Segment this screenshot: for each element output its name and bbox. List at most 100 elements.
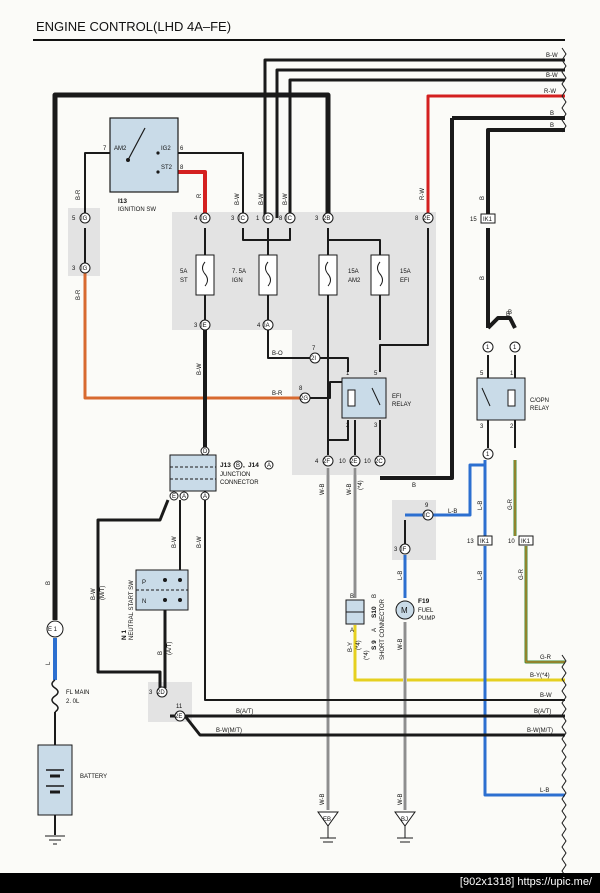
- battery-name: BATTERY: [80, 774, 107, 780]
- lbl-bw-j: B-W: [197, 536, 203, 548]
- wire-relay-2: [327, 420, 349, 455]
- break-marks: [561, 47, 567, 878]
- conn-ic9-pin: 9: [425, 503, 429, 509]
- wire-gr-right: [524, 546, 565, 664]
- lbl-star4: (*4): [358, 480, 364, 490]
- conn-2c-pin: 10: [364, 459, 371, 465]
- fuel-pump: M F19 FUEL PUMP: [395, 598, 435, 622]
- conn-ia-pin: 4: [257, 323, 261, 329]
- conn-2f-pin: 4: [315, 459, 319, 465]
- conn-copn-in2: 1: [513, 345, 517, 351]
- lbl-b-2: B: [550, 123, 554, 129]
- fl-main-name: FL MAIN: [66, 690, 89, 696]
- lbl-b-1: B: [550, 111, 554, 117]
- lbl-wb-2f: W-B: [320, 483, 326, 495]
- fuse-st-rating: 5A: [180, 269, 187, 275]
- fuse-am2-rating: 15A: [348, 269, 359, 275]
- lbl-r-bwmt: B-W(M/T): [527, 728, 553, 734]
- ground-bj: BJ: [394, 811, 416, 843]
- lbl-b-copn: B: [508, 310, 512, 316]
- efi-relay-pin-1: 1: [346, 371, 350, 377]
- junc-pin-a2: A: [203, 494, 207, 500]
- wire-lb-ic: [405, 463, 485, 517]
- ground-bj-label: BJ: [401, 817, 408, 823]
- junc-code: J13: [220, 462, 231, 469]
- junction-connector: D E A A J13 B , J14 A JUNCTION CONNECTOR: [169, 446, 274, 501]
- wire-gr-right-stripe: [525, 546, 565, 663]
- junc-pin-a: A: [182, 494, 186, 500]
- conn-ic8-pin: 8: [279, 216, 283, 222]
- conn-ic1-pin: 1: [256, 216, 260, 222]
- fl-main-rating: 2. 0L: [66, 699, 80, 705]
- lbl-lb-2: L-B: [478, 501, 484, 510]
- nss-code: N 1: [121, 630, 128, 641]
- connector-area-ic: [392, 500, 436, 560]
- lbl-l-main: L: [46, 661, 52, 665]
- conn-ik1-left-pin: 13: [467, 539, 474, 545]
- conn-2d: 2D: [157, 690, 165, 696]
- wire-bw-top-1: [263, 58, 565, 218]
- conn-ik1-top: IK1: [483, 217, 493, 223]
- sc-name: SHORT CONNECTOR: [380, 598, 386, 660]
- copn-relay: 5 1 3 2 C/OPN RELAY: [476, 371, 549, 430]
- conn-if: IF: [401, 547, 407, 553]
- nss-n: N: [142, 599, 146, 605]
- junc-pin-e: E: [172, 494, 176, 500]
- wire-am2-lead: [84, 152, 110, 218]
- nss-p: P: [142, 580, 146, 586]
- wire-bo: [267, 330, 312, 359]
- short-connector: B A S 9 A S10 B SHORT CONNECTOR (*4): [345, 594, 386, 660]
- fuse-box-area: [172, 212, 436, 330]
- wire-rw-top: [426, 94, 565, 218]
- lbl-b-k1b: B: [480, 276, 486, 280]
- fuel-pump-code: F19: [418, 598, 430, 605]
- fl-main-fuse: FL MAIN 2. 0L: [51, 679, 89, 713]
- conn-e1: E 1: [48, 627, 58, 633]
- wire-fuse-ign-in: [242, 228, 269, 255]
- conn-2g-pin: 8: [299, 386, 303, 392]
- sc-pin-a: A: [350, 628, 354, 634]
- efi-relay-pin-2: 2: [346, 423, 350, 429]
- conn-2e-top-pin: 8: [415, 216, 419, 222]
- fuse-st-name: ST: [180, 278, 188, 284]
- conn-copn-in: 1: [486, 345, 490, 351]
- ground-eb-label: EB: [323, 817, 331, 823]
- junc-name: JUNCTION: [220, 472, 250, 478]
- lbl-star4b: (*4): [356, 640, 362, 650]
- lbl-bo: B-O: [272, 351, 283, 357]
- conn-ie: IE: [201, 323, 207, 329]
- conn-copn-out: 1: [486, 452, 490, 458]
- lbl-bw-ig: B-W: [235, 193, 241, 205]
- ign-pin-8: 8: [180, 165, 184, 171]
- conn-ig-1-pin: 5: [72, 216, 76, 222]
- copn-pin-1: 1: [510, 371, 514, 377]
- fuse-efi-name: EFI: [400, 278, 410, 284]
- fuse-efi-rating: 15A: [400, 269, 411, 275]
- wire-b-main: [52, 92, 331, 620]
- lbl-bw-ie: B-W: [197, 363, 203, 375]
- conn-2e-mid-pin: 10: [339, 459, 346, 465]
- conn-ic1: IC: [264, 216, 271, 222]
- wire-2b-bus: [327, 228, 381, 255]
- copn-pin-5: 5: [480, 371, 484, 377]
- copn-name2: RELAY: [530, 406, 549, 412]
- copn-pin-2: 2: [510, 424, 514, 430]
- nss-note: (A/T): [167, 642, 173, 655]
- wire-b-efi-return: [380, 118, 454, 480]
- lbl-r-bwmt-left: B-W(M/T): [216, 728, 242, 734]
- ign-name: IGNITION SW: [118, 207, 156, 213]
- watermark-text[interactable]: [902x1318] https://upic.me/: [459, 876, 592, 888]
- conn-2f: 2F: [323, 459, 330, 465]
- ign-code: I13: [118, 198, 127, 205]
- wire-labels: B-W B-W R-W B B B-R B-R B L R B-W B-W B-…: [46, 53, 558, 805]
- junc-conn-a: A: [267, 463, 271, 469]
- lbl-gr-1: G-R: [508, 498, 514, 510]
- conn-ic3: IC: [239, 216, 246, 222]
- lbl-lb-4: L-B: [398, 571, 404, 580]
- conn-if-pin: 3: [394, 547, 398, 553]
- wire-bw-mt: [96, 499, 170, 688]
- lbl-rw-right: R-W: [420, 188, 426, 200]
- lbl-r-bw: B-W: [540, 693, 552, 699]
